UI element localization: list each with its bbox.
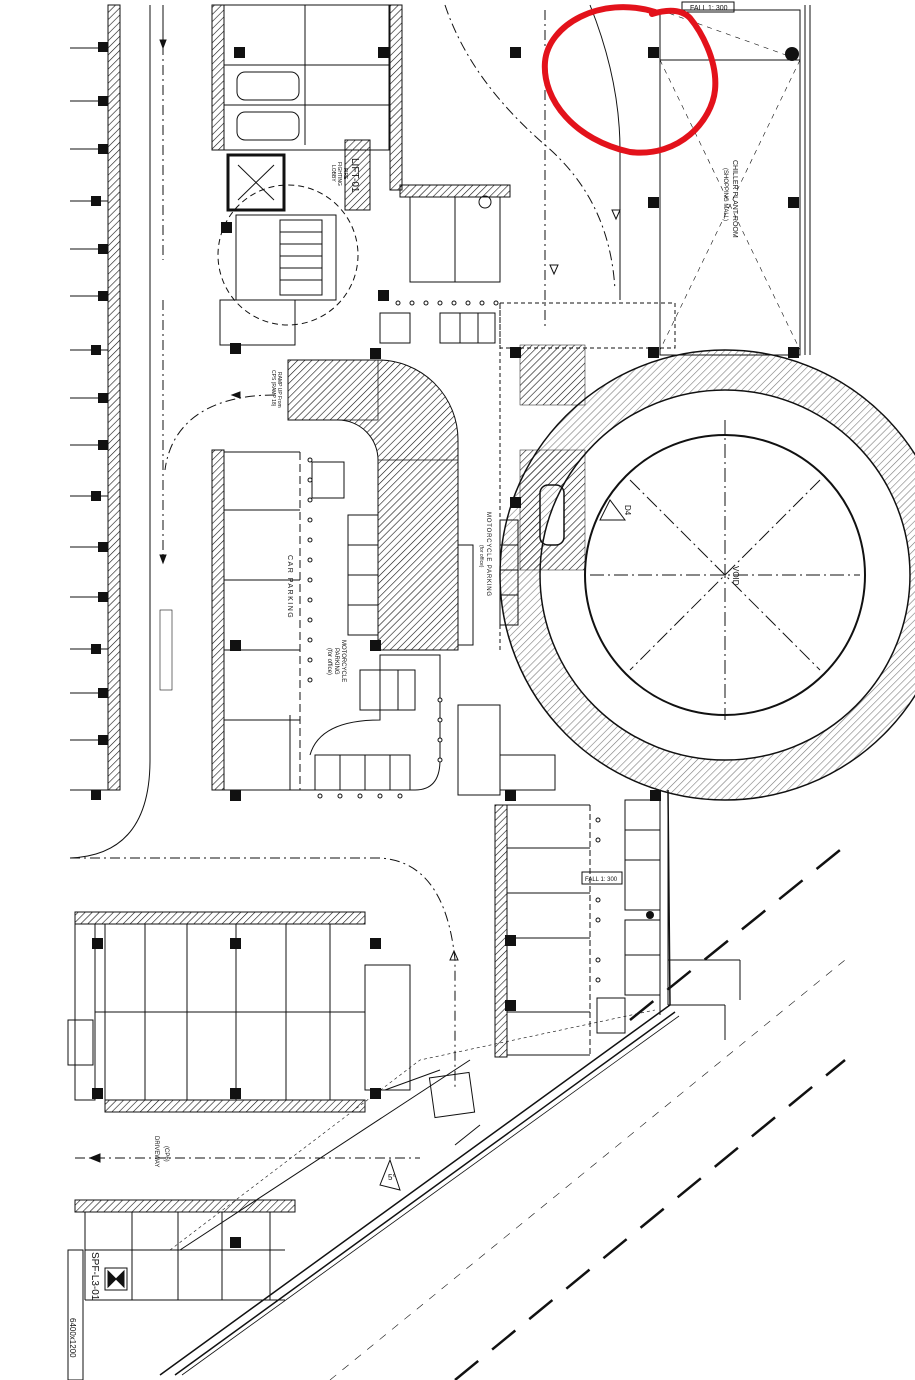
label-fall-top: FALL 1: 300: [690, 5, 728, 12]
lower-driveway: [75, 1009, 656, 1251]
label-dim-bottom: 6400x1200: [68, 1318, 77, 1358]
parking-block-lower-left: [67, 911, 411, 1113]
ramp-curved-left: [287, 359, 474, 651]
chiller-plant-room: [510, 1, 811, 508]
driveway-curves-top: [444, 4, 621, 330]
label-ramp-up-1: RAMP UP From: [276, 372, 282, 408]
label-ramp-up-2: CPS (RAMP 18): [270, 370, 276, 407]
label-shopping-mall: (SHOPPING MALL): [722, 168, 728, 221]
label-ffl-2: FIGHTING: [336, 162, 342, 186]
label-chiller-plant: CHILLER PLANT ROOM: [731, 160, 738, 238]
left-column-strip: [70, 4, 121, 800]
parking-block-right: [494, 790, 669, 1058]
parking-block-bottom: [67, 1199, 296, 1380]
label-driveway-2: DRIVEWAY: [153, 1136, 159, 1167]
label-moto-office-3: (for office): [326, 648, 332, 675]
label-fall-mid: FALL 1: 300: [585, 877, 618, 883]
label-driveway-1: (CP6): [163, 1146, 169, 1162]
drawing-labels: FALL 1: 300 CHILLER PLANT ROOM (SHOPPING…: [68, 5, 740, 1358]
label-angle: 5°: [388, 1173, 396, 1182]
red-annotation-circle: [541, 4, 719, 156]
label-moto-office-1: MOTORCYCLE: [340, 640, 346, 682]
label-void: VOID: [731, 566, 740, 586]
label-ffl-1: FIRE: [342, 168, 348, 180]
label-ffl-3: LOBBY: [330, 165, 336, 182]
road-edge: [159, 789, 846, 1380]
label-lift: LIFT-01: [349, 158, 360, 193]
label-spf: SPF-L3-01: [89, 1252, 100, 1301]
car-parking-left: [211, 449, 441, 801]
label-moto-right-2: (for office): [478, 545, 484, 568]
left-driveway: [69, 5, 459, 1090]
lift-core: [211, 4, 403, 359]
left-hatched-wall: [107, 4, 121, 791]
label-moto-right-1: MOTORCYCLE PARKING: [485, 512, 491, 597]
label-d4: D4: [623, 505, 632, 516]
column-dots: [307, 300, 601, 983]
circular-ramp: [499, 349, 915, 801]
label-car-parking: CAR PARKING: [286, 555, 293, 619]
label-moto-office-2: PARKING: [333, 648, 339, 675]
